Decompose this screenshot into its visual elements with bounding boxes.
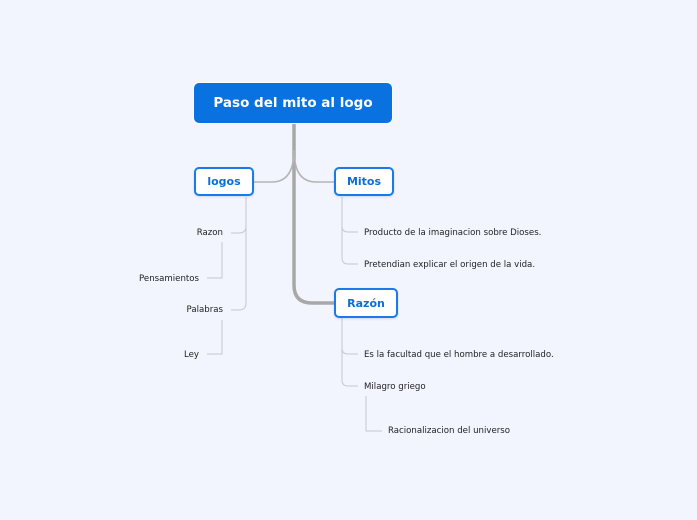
- subtopic-pensamientos[interactable]: Pensamientos: [139, 274, 199, 284]
- subtopic-facultad[interactable]: Es la facultad que el hombre a desarroll…: [364, 350, 554, 360]
- topic-label: Mitos: [346, 175, 382, 188]
- subtopic-razon[interactable]: Razon: [196, 228, 223, 238]
- subtopic-pretendian-explicar[interactable]: Pretendian explicar el origen de la vida…: [364, 260, 536, 270]
- topic-logos[interactable]: logos: [194, 167, 254, 196]
- subtopic-ley[interactable]: Ley: [183, 350, 199, 360]
- subtopic-milagro-griego[interactable]: Milagro griego: [364, 382, 426, 392]
- root-topic[interactable]: Paso del mito al logo: [194, 83, 392, 123]
- topic-label: Razón: [347, 296, 385, 310]
- topic-label: logos: [207, 175, 241, 188]
- subtopic-racionalizacion[interactable]: Racionalizacion del universo: [388, 426, 511, 436]
- subtopic-palabras[interactable]: Palabras: [186, 305, 223, 315]
- root-topic-label: Paso del mito al logo: [213, 95, 373, 111]
- topic-razon[interactable]: Razón: [334, 288, 398, 318]
- subtopic-producto-imaginacion[interactable]: Producto de la imaginacion sobre Dioses.: [364, 228, 542, 238]
- topic-mitos[interactable]: Mitos: [334, 167, 394, 196]
